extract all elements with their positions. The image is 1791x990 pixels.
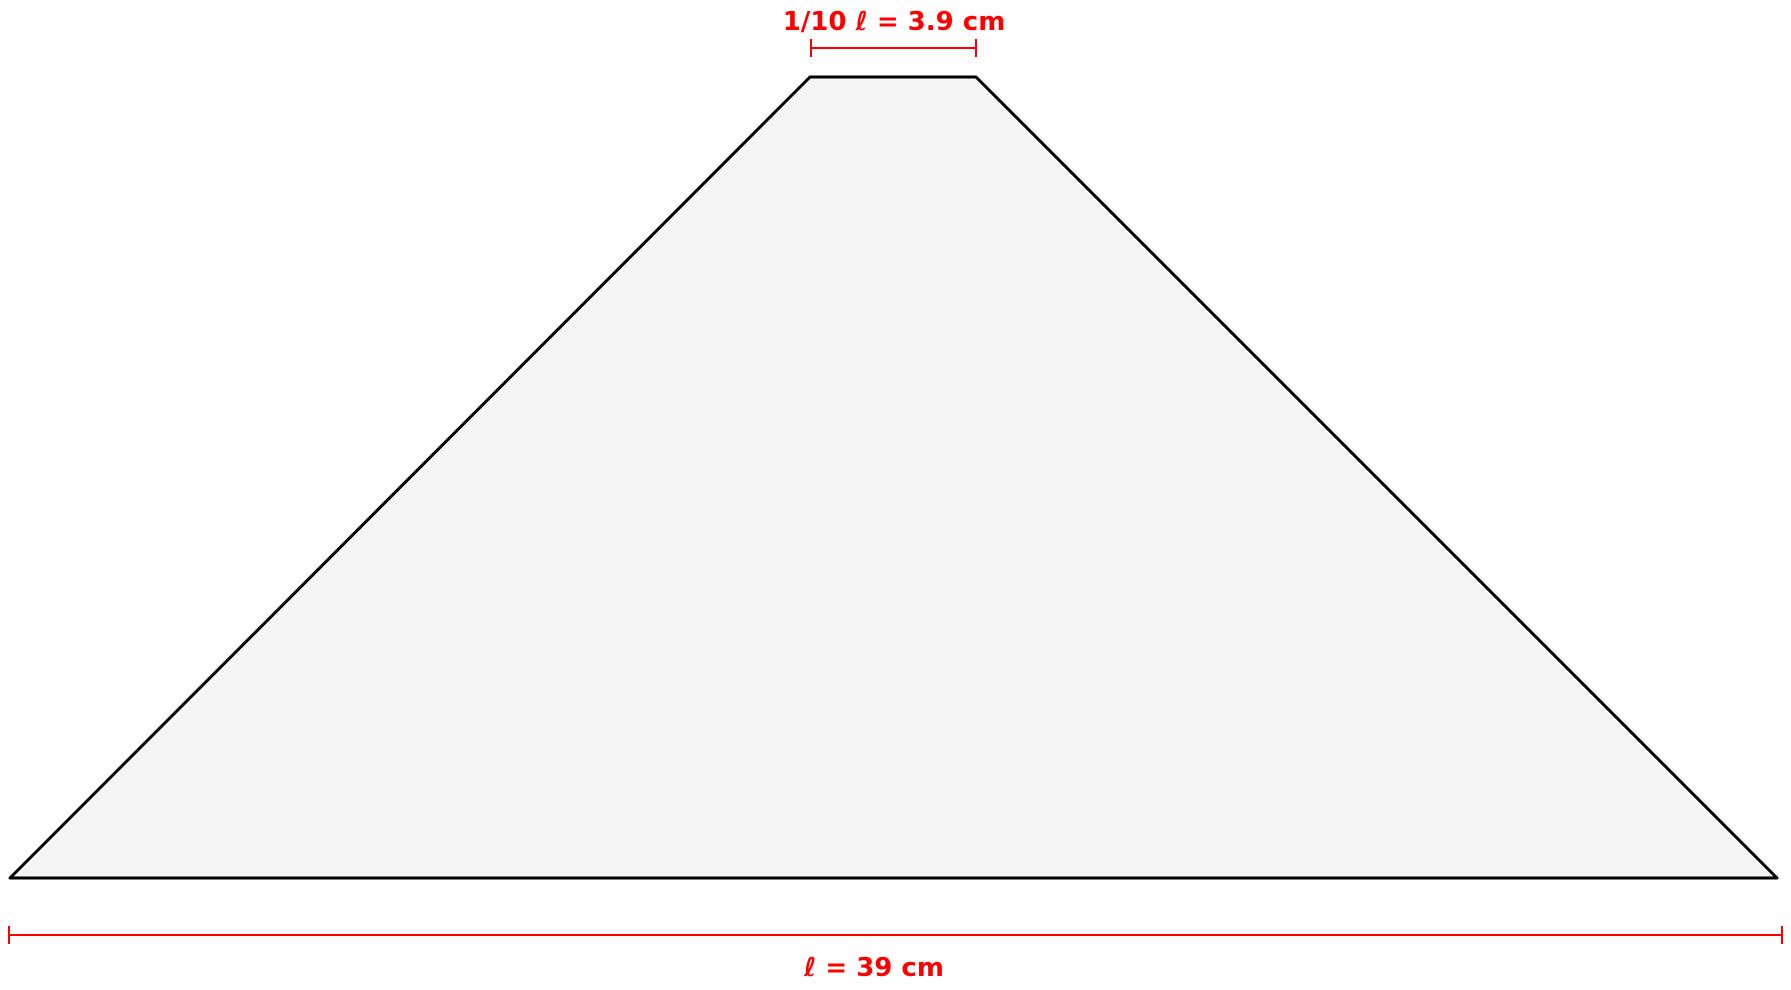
bottom-dimension-label: ℓ = 39 cm: [803, 953, 944, 983]
top-dimension: 1/10 ℓ = 3.9 cm: [783, 7, 1006, 57]
trapezoid-shape: [8, 75, 1779, 880]
bottom-dimension: ℓ = 39 cm: [8, 926, 1783, 983]
top-dimension-label: 1/10 ℓ = 3.9 cm: [783, 7, 1006, 37]
